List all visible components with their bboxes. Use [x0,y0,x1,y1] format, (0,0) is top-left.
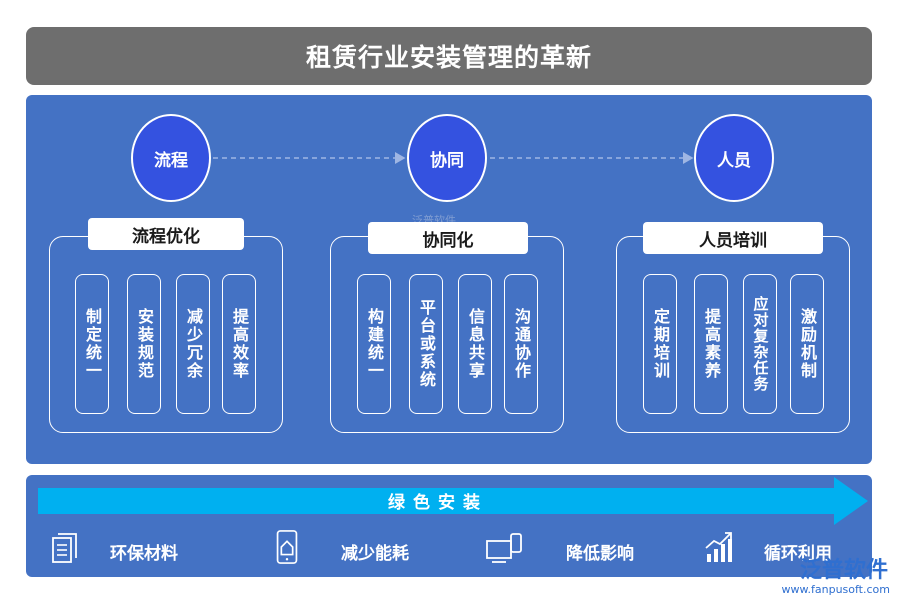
devices-icon [486,533,522,563]
brand-url: www.fanpusoft.com [781,583,890,596]
feature-label: 循环利用 [764,544,832,564]
banner-label: 绿色安装 [388,493,488,513]
page-title: 租赁行业安装管理的革新 [305,43,592,72]
feature-label: 降低影响 [566,544,634,564]
feature-label: 减少能耗 [341,544,409,564]
phone-home-icon [276,530,298,564]
item-pill: 制定统一 [75,274,109,414]
item-pill: 激励机制 [790,274,824,414]
node-process: 流程 [131,114,211,202]
brand-watermark: 泛普软件 [799,558,888,583]
node-label: 流程 [154,150,188,171]
node-personnel: 人员 [694,114,774,202]
item-pill: 减少冗余 [176,274,210,414]
node-label: 协同 [430,150,464,171]
growth-chart-icon [705,532,732,562]
item-pill: 平台或系统 [409,274,443,414]
item-pill: 信息共享 [458,274,492,414]
item-pill: 安装规范 [127,274,161,414]
group-label: 协同化 [368,222,528,254]
item-pill: 构建统一 [357,274,391,414]
node-collaboration: 协同 [407,114,487,202]
feature-label: 环保材料 [110,544,178,564]
banner-arrow [38,477,868,525]
title-bar: 租赁行业安装管理的革新 [26,27,872,85]
group-label: 流程优化 [88,218,244,250]
item-pill: 定期培训 [643,274,677,414]
item-pill: 应对复杂任务 [743,274,777,414]
item-pill: 提高素养 [694,274,728,414]
item-pill: 提高效率 [222,274,256,414]
item-pill: 沟通协作 [504,274,538,414]
document-icon [52,533,77,563]
node-label: 人员 [717,150,751,171]
group-label: 人员培训 [643,222,823,254]
